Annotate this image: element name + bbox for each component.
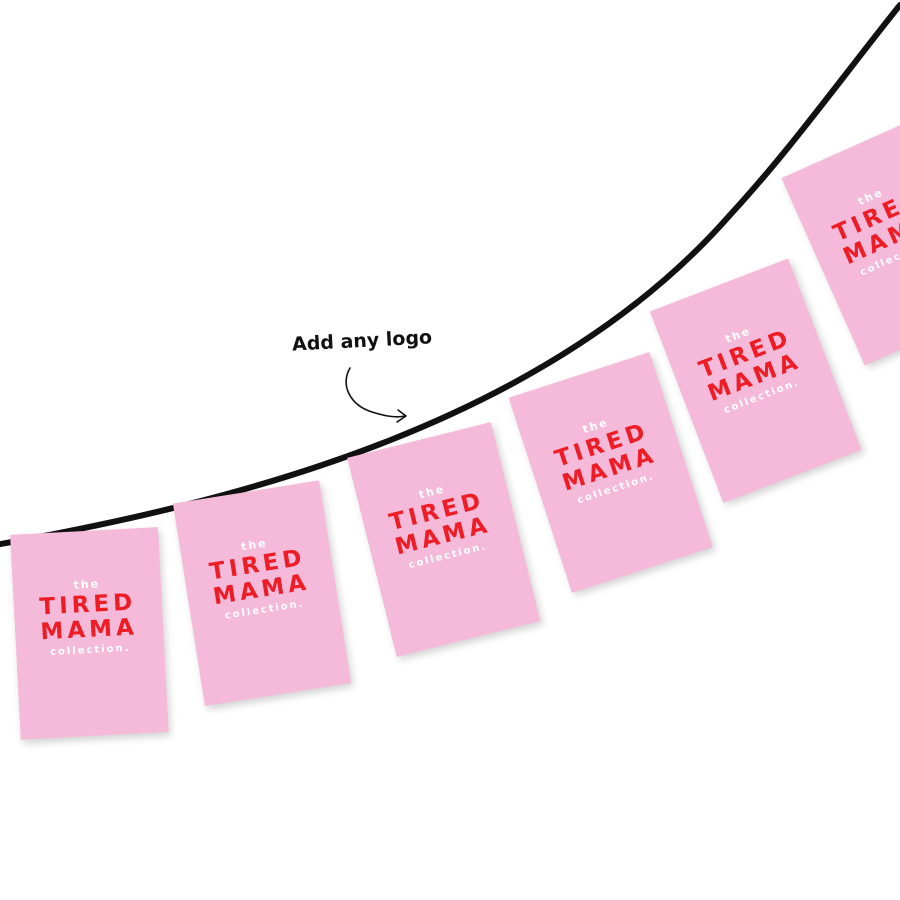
bunting-scene: the TIRED MAMA collection. the TIRED MAM…	[0, 2, 900, 740]
annotation-arrow-icon	[345, 367, 407, 423]
